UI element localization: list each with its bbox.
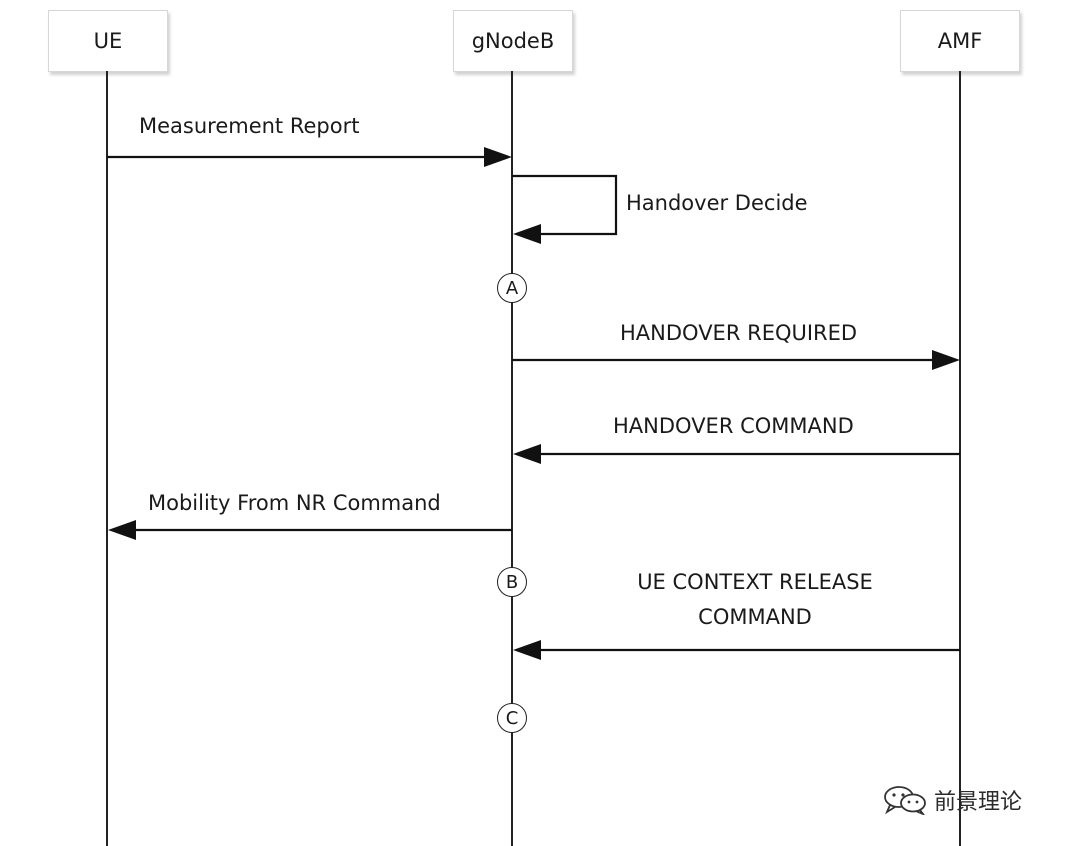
marker-b: B xyxy=(497,567,527,597)
label-handover-required: HANDOVER REQUIRED xyxy=(620,321,858,345)
label-measurement-report: Measurement Report xyxy=(139,114,360,138)
watermark-text: 前景理论 xyxy=(934,790,1023,815)
marker-a: A xyxy=(497,273,527,303)
marker-c: C xyxy=(497,703,527,733)
arrow-handover-decide xyxy=(512,174,618,244)
arrow-handover-command xyxy=(513,444,960,464)
arrow-measurement-report xyxy=(107,147,512,167)
arrow-ue-context-release xyxy=(513,640,960,660)
label-handover-command: HANDOVER COMMAND xyxy=(613,414,854,438)
lifeline-amf xyxy=(959,71,961,846)
participant-amf-label: AMF xyxy=(937,29,983,53)
lifeline-ue xyxy=(106,71,108,846)
participant-gnodeb-label: gNodeB xyxy=(471,29,555,53)
participant-amf: AMF xyxy=(900,10,1020,72)
label-mobility-from-nr: Mobility From NR Command xyxy=(148,491,441,515)
label-ue-context-release-line2: COMMAND xyxy=(698,605,812,630)
label-handover-decide: Handover Decide xyxy=(626,191,808,215)
label-ue-context-release-line1: UE CONTEXT RELEASE xyxy=(637,570,873,594)
marker-a-label: A xyxy=(505,277,519,299)
marker-c-label: C xyxy=(505,707,519,729)
watermark: 前景理论 xyxy=(882,784,1022,816)
participant-ue-label: UE xyxy=(93,29,123,53)
arrow-handover-required xyxy=(512,350,960,370)
arrow-mobility-from-nr xyxy=(108,520,512,540)
label-ue-context-release: UE CONTEXT RELEASE COMMAND xyxy=(610,570,900,630)
participant-ue: UE xyxy=(48,10,168,72)
marker-b-label: B xyxy=(505,571,519,593)
participant-gnodeb: gNodeB xyxy=(453,10,573,72)
wechat-icon xyxy=(882,785,928,815)
lifeline-gnodeb xyxy=(511,71,513,846)
